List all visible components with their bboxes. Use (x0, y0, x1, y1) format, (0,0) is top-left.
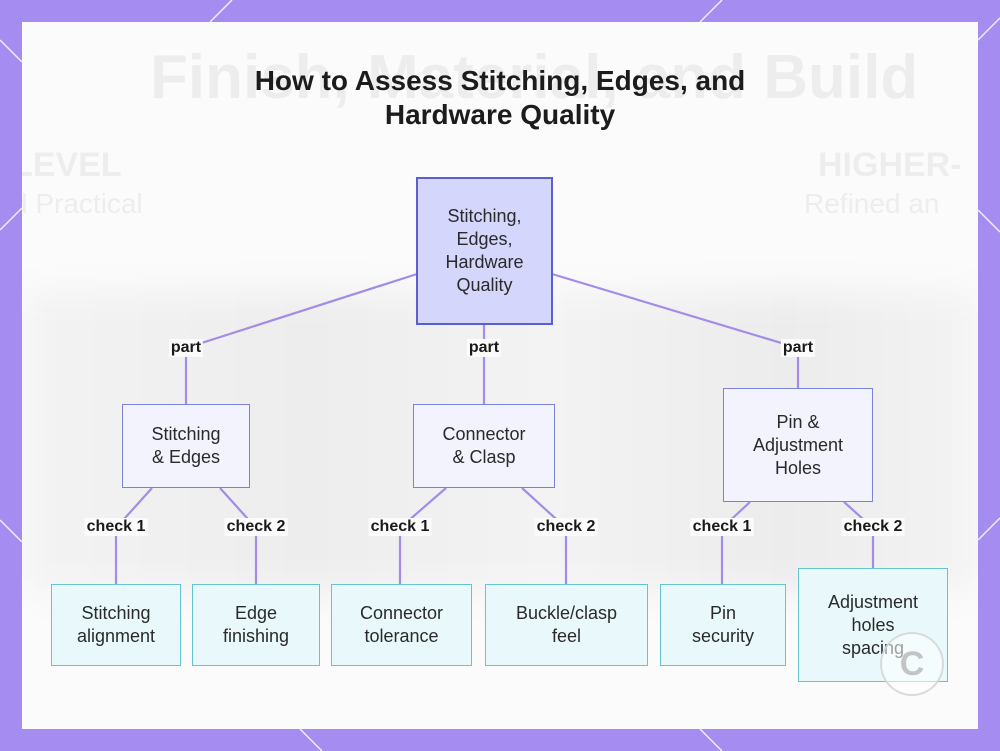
title-line-2: Hardware Quality (384, 99, 616, 130)
node-edge-finishing: Edge finishing (192, 584, 320, 666)
edge-pin-security (720, 501, 751, 584)
node-connector-clasp-label: Connector & Clasp (442, 424, 526, 467)
edge-connector-tolerance (398, 487, 447, 584)
edge-label-part-2: part (466, 339, 502, 357)
node-pin-security-label: Pin security (691, 603, 754, 646)
node-stitching-alignment-label: Stitching alignment (76, 603, 156, 646)
edge-label-part-1: part (168, 339, 204, 357)
background-right-label: HIGHER- (818, 146, 962, 184)
diagram-panel: Finish, Material, and Build LEVEL d Prac… (22, 22, 978, 729)
edge-label-check-1a: check 1 (84, 518, 148, 536)
node-connector-tolerance: Connector tolerance (331, 584, 472, 666)
node-stitching-alignment: Stitching alignment (51, 584, 181, 666)
node-buckle-clasp-feel-label: Buckle/clasp feel (515, 603, 618, 646)
node-connector-clasp: Connector & Clasp (413, 404, 555, 488)
background-left-label: LEVEL (22, 146, 122, 184)
edge-label-check-1c: check 1 (690, 518, 754, 536)
edge-label-check-2a: check 2 (224, 518, 288, 536)
background-heading: Finish, Material, and Build (150, 43, 919, 112)
node-pin-adjustment-label: Pin & Adjustment Holes (752, 411, 844, 478)
node-pin-adjustment: Pin & Adjustment Holes (723, 388, 873, 502)
node-root: Stitching, Edges, Hardware Quality (416, 177, 553, 325)
edge-stitching-alignment (114, 487, 153, 584)
edge-label-check-2c: check 2 (841, 518, 905, 536)
edge-root-stitching (184, 272, 418, 404)
diagram-title: How to Assess Stitching, Edges, and Hard… (22, 64, 978, 132)
node-edge-finishing-label: Edge finishing (222, 603, 290, 646)
copyright-circle-icon: C (880, 632, 944, 696)
background-left-sub: d Practical (22, 188, 143, 219)
edge-label-check-1b: check 1 (368, 518, 432, 536)
node-root-label: Stitching, Edges, Hardware Quality (445, 206, 524, 295)
edge-root-pin (551, 272, 800, 388)
node-stitching-edges-label: Stitching & Edges (151, 424, 221, 467)
node-stitching-edges: Stitching & Edges (122, 404, 250, 488)
node-pin-security: Pin security (660, 584, 786, 666)
edge-stitching-edge (219, 487, 258, 584)
node-connector-tolerance-label: Connector tolerance (359, 603, 444, 646)
edge-label-part-3: part (780, 339, 816, 357)
edge-label-check-2b: check 2 (534, 518, 598, 536)
node-buckle-clasp-feel: Buckle/clasp feel (485, 584, 648, 666)
watermark-glyph: C (899, 644, 925, 683)
edge-connector-buckle (521, 487, 568, 584)
title-line-1: How to Assess Stitching, Edges, and (254, 65, 746, 96)
background-right-sub: Refined an (804, 188, 940, 219)
